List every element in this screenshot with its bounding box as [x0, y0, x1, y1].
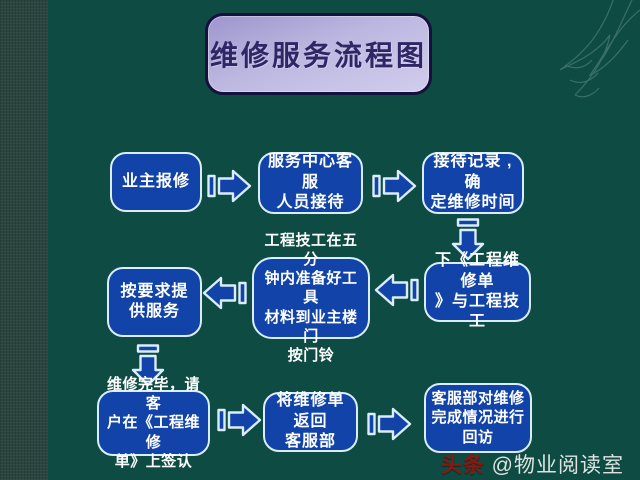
right-arrow-icon [216, 401, 262, 439]
flow-step-issue-work-order: 下《工程维修单 》与工程技工 [424, 252, 531, 330]
flow-step-return-order: 将维修单返回 客服部 [263, 392, 358, 452]
flow-step-label: 将维修单返回 客服部 [276, 392, 345, 451]
flow-step-label: 按要求提 供服务 [120, 282, 189, 320]
floral-ornament [559, 0, 640, 98]
flow-step-service-center-reception: 服务中心客服 人员接待 [258, 152, 363, 214]
watermark-account: @物业阅读室 [491, 454, 624, 477]
flow-step-follow-up-visit: 客服部对维修 完成情况进行 回访 [424, 383, 532, 453]
flow-step-customer-sign: 维修完毕，请客 户在《工程维修 单》上签认 [97, 376, 210, 470]
background-texture-strip [0, 0, 48, 480]
flow-step-label: 客服部对维修 完成情况进行 回访 [431, 390, 525, 446]
watermark-brand: 头条 [440, 454, 485, 477]
flow-step-label: 下《工程维修单 》与工程技工 [434, 252, 520, 331]
watermark: 头条 @物业阅读室 [441, 449, 624, 479]
flow-step-label: 工程技工在五分 钟内准备好工具 材料到业主楼门 按门铃 [264, 231, 358, 364]
flow-step-label: 业主报修 [121, 172, 190, 190]
flow-step-owner-report: 业主报修 [110, 152, 202, 212]
right-arrow-icon [366, 405, 412, 443]
down-arrow-icon [128, 343, 168, 387]
flow-step-label: 接待记录 ,确 定维修时间 [430, 153, 516, 212]
left-arrow-icon [374, 272, 420, 308]
right-arrow-icon [206, 168, 252, 204]
flow-step-record-schedule: 接待记录 ,确 定维修时间 [422, 152, 524, 214]
flow-step-label: 服务中心客服 人员接待 [267, 153, 353, 212]
down-arrow-icon [448, 217, 488, 261]
right-arrow-icon [371, 168, 417, 204]
flow-step-technician-prepare: 工程技工在五分 钟内准备好工具 材料到业主楼门 按门铃 [252, 232, 370, 364]
page-title: 维修服务流程图 [205, 13, 432, 95]
page-title-label: 维修服务流程图 [209, 40, 427, 71]
left-arrow-icon [202, 275, 248, 311]
flow-step-label: 维修完毕，请客 户在《工程维修 单》上签认 [106, 376, 200, 470]
flow-step-provide-service: 按要求提 供服务 [107, 267, 202, 337]
